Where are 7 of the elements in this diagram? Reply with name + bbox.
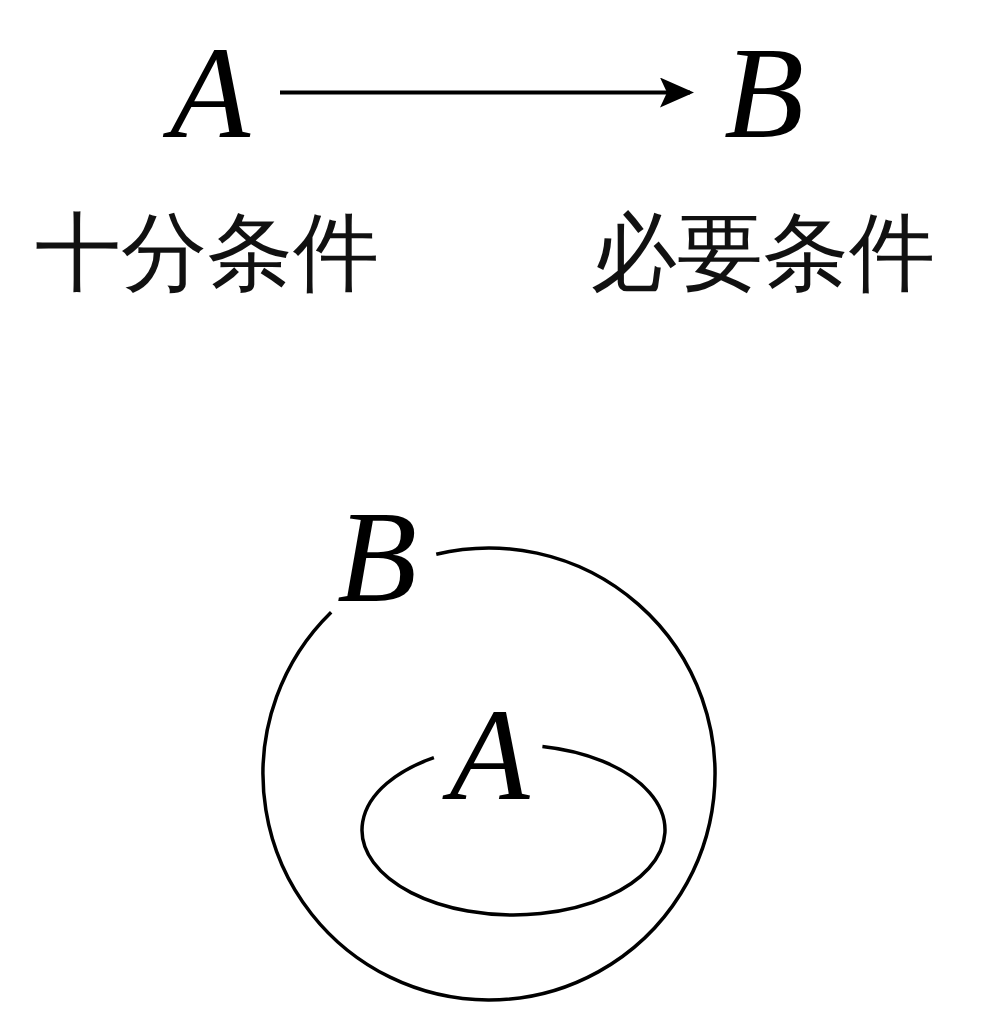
arrow (280, 77, 694, 108)
letter-label: A (435, 689, 544, 820)
letter-label: A (140, 27, 280, 158)
caption-text: 十分条件 (35, 209, 379, 295)
letter-label: B (336, 491, 418, 622)
letter-label: B (694, 27, 834, 158)
caption-text: 必要条件 (591, 209, 935, 295)
